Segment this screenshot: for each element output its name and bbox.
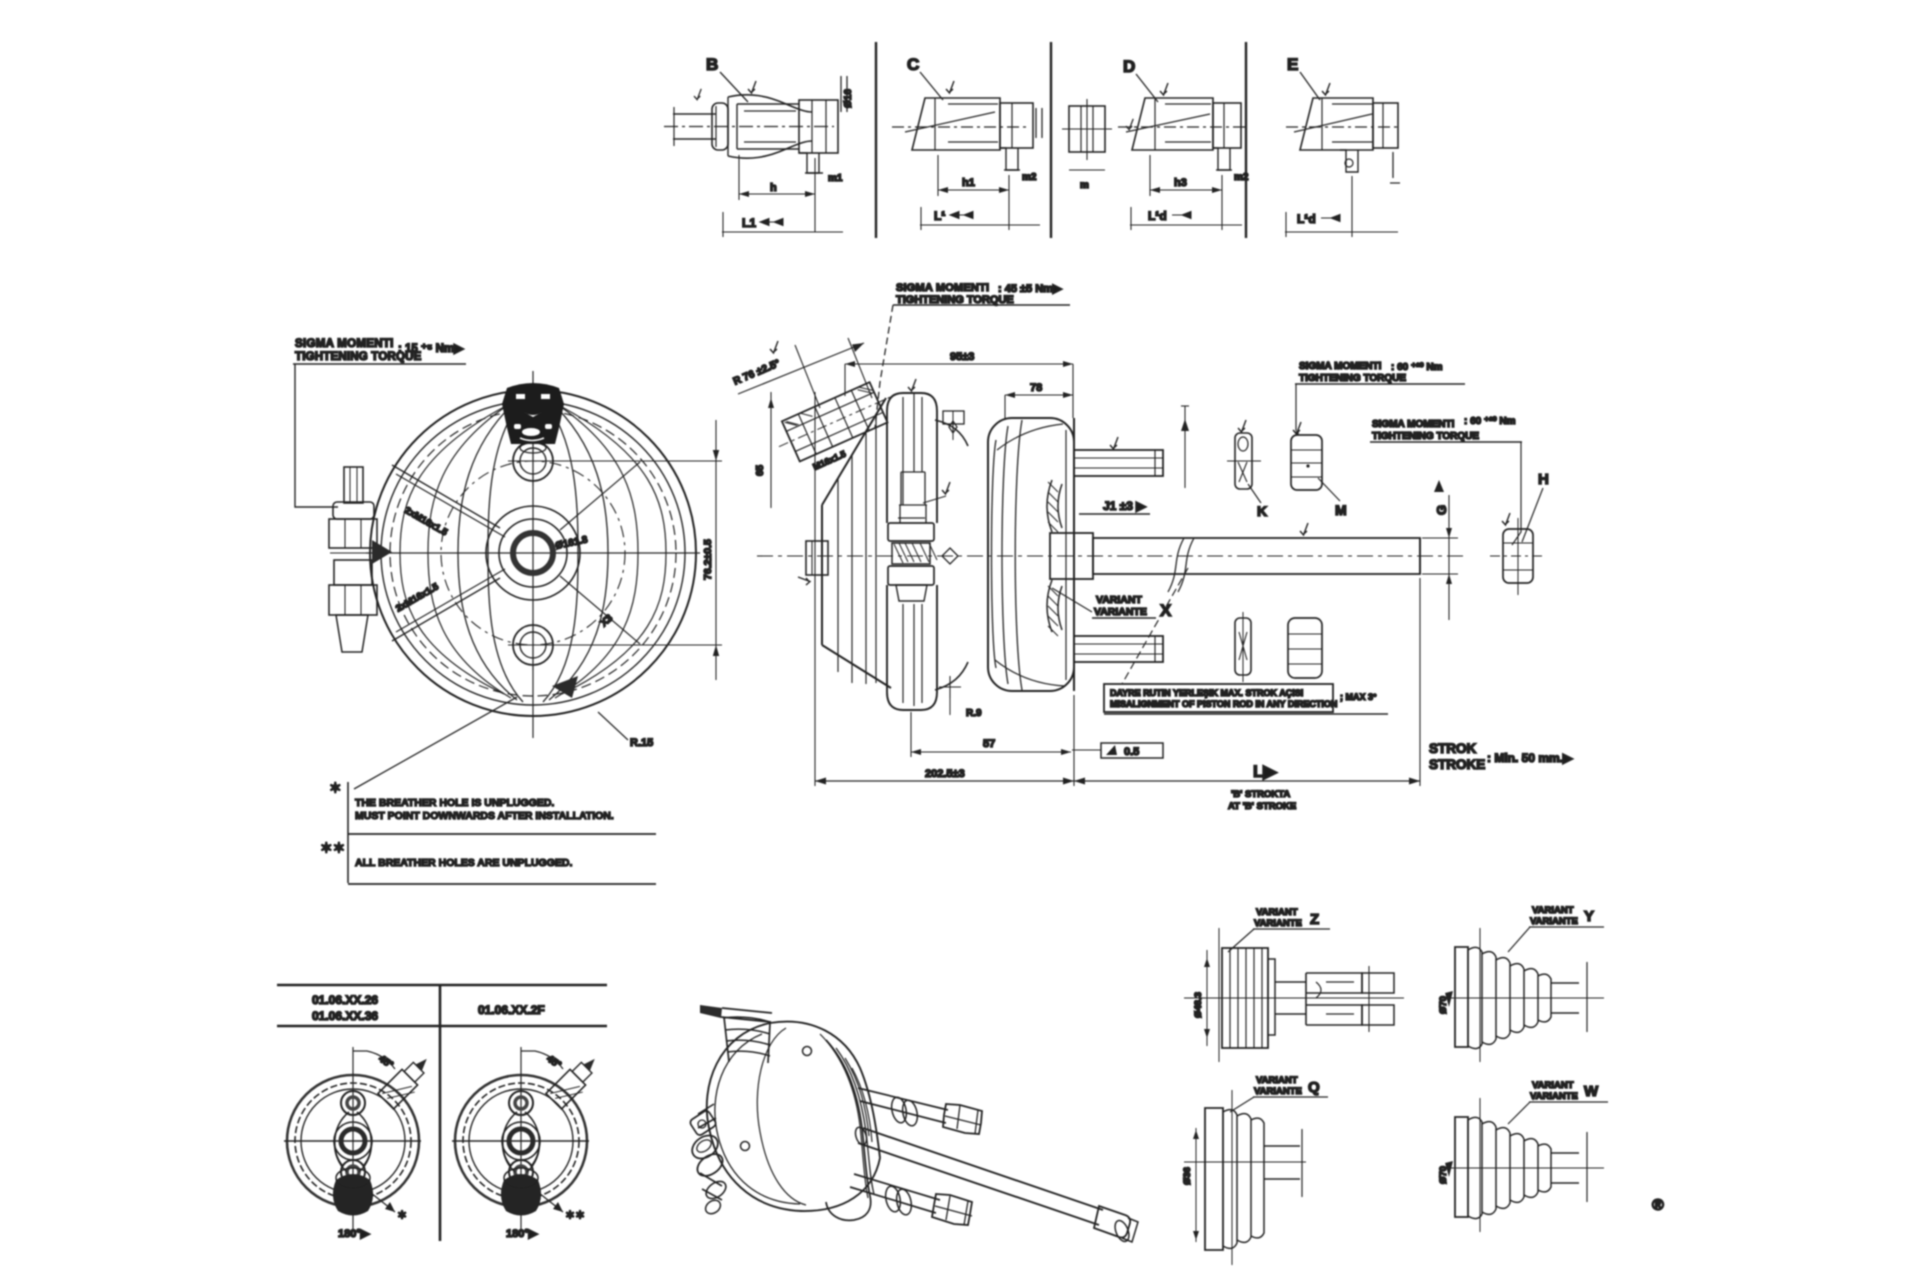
svg-text:Ø16: Ø16 [843,89,854,108]
svg-text:TIGHTENING TORQUE: TIGHTENING TORQUE [295,351,422,363]
svg-text:m1: m1 [828,173,843,184]
svg-text:78: 78 [1030,382,1042,394]
svg-text:: 60 ⁺²⁰ Nm: : 60 ⁺²⁰ Nm [1464,416,1516,427]
svg-text:SIGMA MOMENTI: SIGMA MOMENTI [1299,361,1382,372]
svg-text:Q: Q [1308,1079,1320,1096]
svg-text:VARIANT: VARIANT [1532,905,1574,916]
svg-text:: 15 ⁺⁵ Nm▶: : 15 ⁺⁵ Nm▶ [398,343,464,355]
svg-text:J1 ±3 ▶: J1 ±3 ▶ [1103,499,1146,513]
svg-text:01.06.XX.36: 01.06.XX.36 [312,1009,378,1023]
svg-text:Ø70: Ø70 [1438,996,1449,1014]
svg-text:m: m [1080,180,1089,191]
svg-text:01.06.XX.26: 01.06.XX.26 [312,993,378,1007]
svg-text:R.15: R.15 [630,737,653,749]
svg-text:L¹d: L¹d [1148,209,1167,223]
svg-text:✶✶: ✶✶ [320,840,345,857]
svg-text:76.2±0.5: 76.2±0.5 [702,539,714,580]
svg-text:MUST POINT DOWNWARDS AFTER INS: MUST POINT DOWNWARDS AFTER INSTALLATION. [355,810,614,822]
svg-text:L¹d: L¹d [1297,212,1316,226]
svg-text:B: B [706,55,718,74]
svg-text:W: W [1584,1083,1599,1100]
svg-text:45°: 45° [376,1053,395,1071]
svg-text:Z: Z [1310,911,1319,928]
svg-text:Ø48.3: Ø48.3 [1193,992,1204,1018]
svg-text:; MAX 3°: ; MAX 3° [1340,692,1377,702]
svg-text:VARIANTE: VARIANTE [1254,918,1302,929]
svg-text:2xM16x1.5: 2xM16x1.5 [403,505,450,539]
svg-text:ALL BREATHER HOLES ARE UNPLUGG: ALL BREATHER HOLES ARE UNPLUGGED. [355,857,572,869]
svg-text:E: E [1287,55,1298,74]
svg-text:VARIANT: VARIANT [1256,907,1298,918]
svg-text:h: h [770,182,777,194]
svg-text:57: 57 [983,738,995,750]
svg-text:R.9: R.9 [966,708,982,719]
svg-text:VARIANTE: VARIANTE [1254,1086,1302,1097]
svg-text:01.06.XX.2F: 01.06.XX.2F [478,1003,545,1017]
svg-text:M: M [1335,502,1347,518]
svg-text:180°▶: 180°▶ [338,1228,370,1240]
svg-text:'B' STROKTA: 'B' STROKTA [1231,789,1290,800]
svg-text:K: K [1257,503,1267,519]
svg-text:DAYRE RUTIN YERLEŞIK MAX. STRO: DAYRE RUTIN YERLEŞIK MAX. STROK AÇISI [1110,688,1303,698]
svg-text:Y: Y [1584,908,1594,925]
svg-text:L1: L1 [742,216,756,230]
svg-text:h1: h1 [962,177,975,189]
svg-text:m2: m2 [1022,172,1037,183]
svg-text:TIGHTENING TORQUE: TIGHTENING TORQUE [1372,431,1479,442]
svg-text:Ø70: Ø70 [1438,1166,1449,1184]
svg-text:VARIANTE: VARIANTE [1094,606,1147,618]
svg-text:✶: ✶ [329,780,342,797]
svg-text:TIGHTENING TORQUE: TIGHTENING TORQUE [1299,373,1406,384]
svg-text:D: D [1123,57,1135,76]
svg-text:X: X [1160,601,1172,620]
svg-text:0.5: 0.5 [1124,746,1139,758]
svg-text:THE BREATHER HOLE IS UNPLUGGED: THE BREATHER HOLE IS UNPLUGGED. [355,797,554,809]
svg-text:Ø161.8: Ø161.8 [554,534,589,552]
svg-text:R 76 ±2.5°: R 76 ±2.5° [731,357,781,387]
svg-text:: Min. 50 mm.▶: : Min. 50 mm.▶ [1487,751,1573,765]
svg-text:180°▶: 180°▶ [506,1228,538,1240]
svg-text:Ø36: Ø36 [1182,1167,1193,1185]
svg-text:L¹: L¹ [934,209,945,223]
svg-text:H: H [1538,471,1549,488]
svg-text:: 60 ⁺²⁰ Nm: : 60 ⁺²⁰ Nm [1391,362,1443,373]
svg-text:: 45 ±5 Nm▶: : 45 ±5 Nm▶ [998,283,1062,295]
svg-text:✶: ✶ [397,1208,407,1222]
svg-text:STROKE: STROKE [1429,757,1485,772]
svg-text:m2: m2 [1234,172,1249,183]
svg-text:TIGHTENING TORQUE: TIGHTENING TORQUE [896,294,1014,306]
svg-text:L▶: L▶ [1253,762,1277,781]
svg-text:SIGMA MOMENTI: SIGMA MOMENTI [896,282,989,294]
svg-text:95±3: 95±3 [950,351,974,363]
svg-text:65: 65 [755,464,766,476]
svg-text:AT 'B' STROKE: AT 'B' STROKE [1228,801,1296,812]
svg-text:VARIANT: VARIANT [1532,1080,1574,1091]
svg-text:STROK: STROK [1429,741,1477,756]
svg-text:SIGMA MOMENTI: SIGMA MOMENTI [295,338,394,350]
svg-text:202.5±3: 202.5±3 [925,768,965,780]
svg-text:45°: 45° [544,1053,563,1071]
svg-text:VARIANT: VARIANT [1256,1075,1298,1086]
svg-text:®: ® [1652,1197,1664,1214]
svg-text:VARIANTE: VARIANTE [1530,1091,1578,1102]
svg-text:C: C [907,55,919,74]
svg-text:MISALIGNMENT OF PISTON ROD IN: MISALIGNMENT OF PISTON ROD IN ANY DIRECT… [1110,699,1337,709]
svg-text:h3: h3 [1174,177,1187,189]
svg-text:✶✶: ✶✶ [565,1208,585,1222]
svg-text:M16x1.5: M16x1.5 [811,449,847,472]
svg-text:VARIANTE: VARIANTE [1530,916,1578,927]
svg-text:SIGMA MOMENTI: SIGMA MOMENTI [1372,419,1455,430]
svg-text:VARIANT: VARIANT [1096,594,1142,606]
svg-text:G: G [1434,505,1449,515]
